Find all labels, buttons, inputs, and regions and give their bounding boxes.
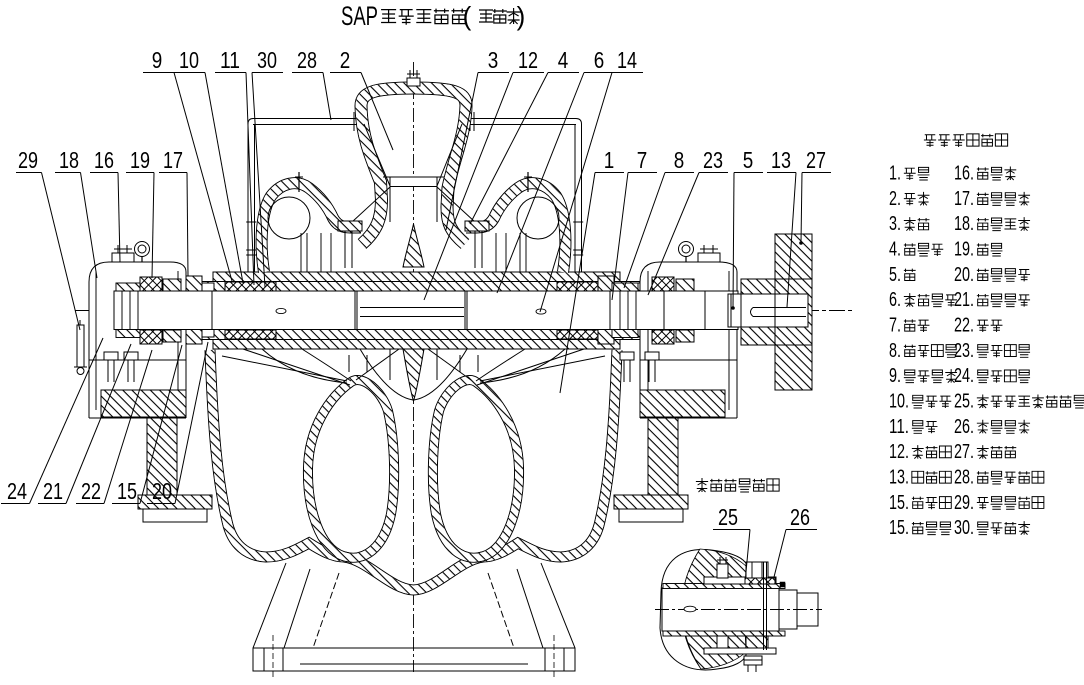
svg-text:7.: 7.	[889, 314, 901, 336]
svg-text:20.: 20.	[954, 264, 974, 286]
svg-text:5.: 5.	[889, 264, 901, 286]
svg-text:17.: 17.	[954, 188, 974, 210]
svg-text:9: 9	[152, 47, 163, 73]
svg-text:27.: 27.	[954, 441, 974, 463]
svg-text:12.: 12.	[889, 441, 909, 463]
svg-text:11: 11	[220, 47, 240, 73]
svg-text:10: 10	[179, 47, 199, 73]
svg-text:(: (	[463, 1, 472, 31]
svg-text:24: 24	[7, 478, 27, 504]
svg-text:16: 16	[94, 147, 114, 173]
svg-text:30.: 30.	[954, 517, 974, 539]
svg-text:15: 15	[117, 478, 137, 504]
svg-text:6.: 6.	[889, 289, 901, 311]
svg-text:18: 18	[59, 147, 79, 173]
svg-text:15.: 15.	[889, 517, 909, 539]
svg-text:9.: 9.	[889, 365, 901, 387]
svg-text:2.: 2.	[889, 188, 901, 210]
svg-text:13.: 13.	[889, 466, 909, 488]
svg-text:28.: 28.	[954, 466, 974, 488]
svg-text:SAP: SAP	[341, 1, 378, 31]
svg-text:13: 13	[771, 147, 791, 173]
svg-text:1.: 1.	[889, 163, 901, 185]
svg-text:): )	[517, 1, 526, 31]
svg-text:12: 12	[518, 47, 538, 73]
svg-text:3.: 3.	[889, 213, 901, 235]
svg-text:15.: 15.	[889, 492, 909, 514]
svg-text:16.: 16.	[954, 163, 974, 185]
svg-text:6: 6	[594, 47, 605, 73]
svg-text:18.: 18.	[954, 213, 974, 235]
svg-text:23: 23	[703, 147, 723, 173]
svg-text:21.: 21.	[954, 289, 974, 311]
svg-text:25.: 25.	[954, 390, 974, 412]
svg-text:8: 8	[674, 147, 685, 173]
svg-text:2: 2	[340, 47, 351, 73]
svg-text:19: 19	[130, 147, 150, 173]
svg-text:22.: 22.	[954, 314, 974, 336]
svg-text:24.: 24.	[954, 365, 974, 387]
svg-text:11.: 11.	[889, 416, 909, 438]
svg-text:19.: 19.	[954, 238, 974, 260]
svg-text:26: 26	[790, 504, 810, 530]
svg-text:26.: 26.	[954, 416, 974, 438]
svg-text:28: 28	[297, 47, 317, 73]
svg-text:14: 14	[617, 47, 637, 73]
svg-text:10.: 10.	[889, 390, 909, 412]
svg-text:27: 27	[806, 147, 826, 173]
svg-text:17: 17	[163, 147, 183, 173]
svg-text:3: 3	[488, 47, 499, 73]
svg-text:29: 29	[18, 147, 38, 173]
svg-text:20: 20	[152, 478, 172, 504]
svg-text:30: 30	[257, 47, 277, 73]
svg-text:8.: 8.	[889, 340, 901, 362]
svg-text:4.: 4.	[889, 238, 901, 260]
svg-text:4: 4	[558, 47, 569, 73]
svg-text:5: 5	[743, 147, 754, 173]
svg-text:25: 25	[718, 504, 738, 530]
svg-text:22: 22	[81, 478, 101, 504]
svg-text:1: 1	[604, 147, 615, 173]
svg-text:21: 21	[43, 478, 63, 504]
svg-text:23.: 23.	[954, 340, 974, 362]
svg-text:29.: 29.	[954, 492, 974, 514]
svg-text:7: 7	[637, 147, 648, 173]
